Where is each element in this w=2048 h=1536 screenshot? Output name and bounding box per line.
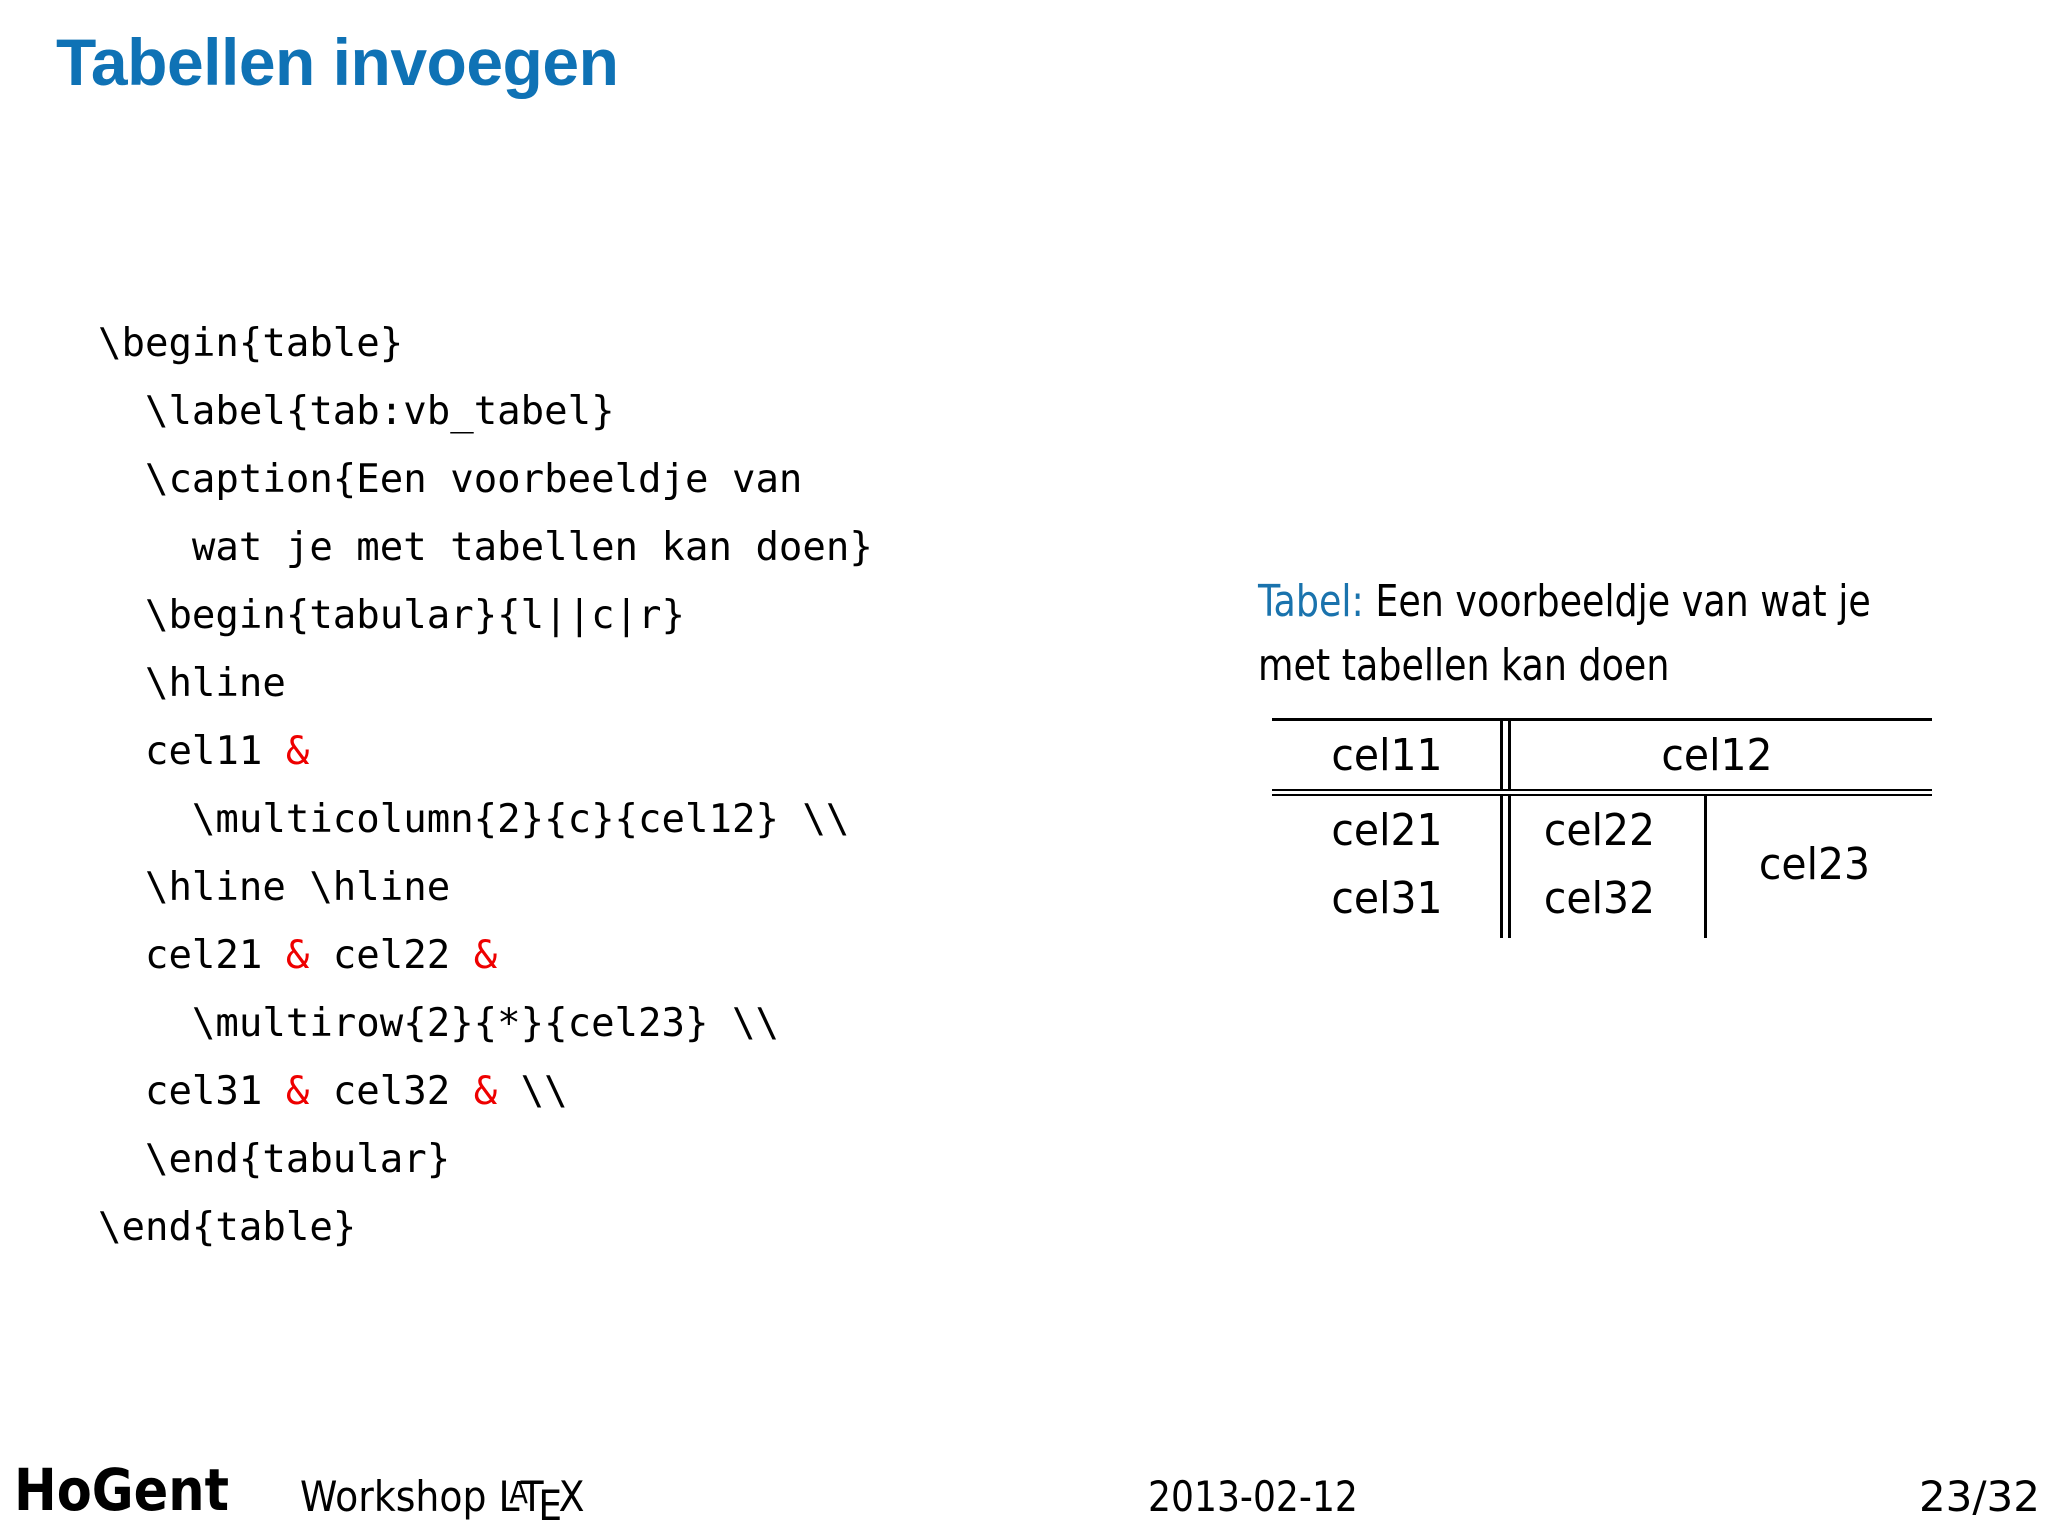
code-token: \multirow{2}{*}{cel23} \\ [191,1001,779,1046]
table-vrule-double-top-b [1508,721,1511,789]
table-row: cel21 cel22 cel23 [1272,796,1932,890]
code-ampersand: & [285,933,310,978]
table-double-rule [1272,789,1932,796]
table-cell-cel11: cel11 [1331,729,1443,781]
code-token: \begin{table} [98,321,404,366]
code-token: cel31 [144,1069,286,1114]
table-row: cel11 cel12 [1272,721,1932,789]
latex-logo-a: A [509,1476,528,1512]
latex-logo-t: T [520,1472,544,1521]
table-cell-cel23: cel23 [1758,838,1871,890]
table-caption-prefix: Tabel: [1258,576,1364,627]
code-ampersand: & [473,1069,498,1114]
code-line: wat je met tabellen kan doen} [98,514,873,582]
table-vrule-single-body [1704,796,1707,938]
code-token: cel22 [309,933,474,978]
code-line: \begin{tabular}{l||c|r} [98,582,873,650]
code-line: cel31 & cel32 & \\ [98,1058,873,1126]
footer-workshop-text: Workshop [300,1472,487,1521]
latex-logo-e: E [538,1481,562,1531]
table-row: cel31 cel32 [1272,864,1932,932]
footer-page-number: 23/32 [1918,1472,2040,1521]
page-title: Tabellen invoegen [56,25,619,99]
table-grid: cel11 cel12 [1272,721,1932,789]
code-line: \begin{table} [98,310,873,378]
code-token: \end{table} [98,1205,357,1250]
code-token: \begin{tabular}{l||c|r} [144,593,686,638]
code-token: wat je met tabellen kan doen} [191,525,873,570]
code-token: \multicolumn{2}{c}{cel12} \\ [191,797,850,842]
table-vrule-double-top [1500,721,1503,789]
table-vrule-double-body [1500,796,1503,938]
code-line: \caption{Een voorbeeldje van [98,446,873,514]
table-caption: Tabel: Een voorbeeldje van wat je met ta… [1258,570,1920,698]
footer-date: 2013-02-12 [1148,1472,1358,1521]
code-token: \hline [144,661,286,706]
code-line: \end{table} [98,1194,873,1262]
latex-logo: LATEX [498,1472,585,1530]
table-cell-cel21: cel21 [1331,804,1443,856]
code-ampersand: & [285,1069,310,1114]
table-top-rule [1272,718,1932,721]
code-line: cel21 & cel22 & [98,922,873,990]
hogent-logo: HoGent [14,1456,230,1524]
code-token: \hline \hline [144,865,451,910]
code-token: \caption{Een voorbeeldje van [144,457,803,502]
code-line: cel11 & [98,718,873,786]
table-cell-cel32: cel32 [1543,872,1656,924]
code-token: cel21 [144,933,286,978]
table-cell-cel31: cel31 [1331,872,1443,924]
rendered-output-panel: Tabel: Een voorbeeldje van wat je met ta… [1258,570,1978,698]
table-caption-text: Een voorbeeldje van wat je met tabellen … [1258,576,1871,691]
code-token: cel32 [309,1069,474,1114]
code-line: \hline \hline [98,854,873,922]
table-grid-body: cel21 cel22 cel23 cel31 cel32 [1272,796,1932,932]
code-line: \end{tabular} [98,1126,873,1194]
code-token: \label{tab:vb_tabel} [144,389,615,434]
code-ampersand: & [285,729,310,774]
code-token: \end{tabular} [144,1137,451,1182]
table-cell-cel22: cel22 [1543,804,1656,856]
table-cell-cel12: cel12 [1661,729,1773,781]
code-line: \hline [98,650,873,718]
latex-code-block: \begin{table} \label{tab:vb_tabel} \capt… [98,310,873,1262]
footer-workshop-label: Workshop LATEX [300,1472,585,1530]
code-line: \label{tab:vb_tabel} [98,378,873,446]
code-ampersand: & [473,933,498,978]
code-token: \\ [497,1069,568,1114]
code-line: \multicolumn{2}{c}{cel12} \\ [98,786,873,854]
code-token: cel11 [144,729,286,774]
latex-logo-l: L [498,1472,520,1521]
table-vrule-double-body-b [1508,796,1511,938]
latex-logo-x: X [558,1472,585,1521]
code-line: \multirow{2}{*}{cel23} \\ [98,990,873,1058]
slide-footer: HoGent Workshop LATEX 2013-02-12 23/32 [0,1450,2048,1536]
rendered-table: cel11 cel12 cel21 cel22 cel23 [1272,718,1932,938]
